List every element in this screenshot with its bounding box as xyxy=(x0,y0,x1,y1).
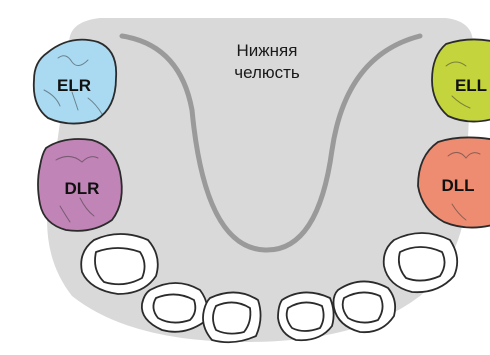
tooth-front-left-3 xyxy=(203,292,261,342)
tooth-elr-label: ELR xyxy=(57,76,91,95)
tooth-front-right-1 xyxy=(384,233,457,292)
tooth-ell: ELL xyxy=(432,39,490,121)
tooth-dlr-label: DLR xyxy=(65,179,100,198)
tooth-front-left-2 xyxy=(142,283,207,332)
tooth-front-right-3 xyxy=(278,292,334,340)
tooth-front-left-1 xyxy=(81,234,158,294)
jaw-title-line2: челюсть xyxy=(234,63,300,82)
tooth-dll-label: DLL xyxy=(441,176,474,195)
tooth-dlr: DLR xyxy=(38,139,122,231)
tooth-elr: ELR xyxy=(34,40,116,124)
tooth-ell-label: ELL xyxy=(455,76,487,95)
jaw-title-line1: Нижняя xyxy=(237,41,298,60)
